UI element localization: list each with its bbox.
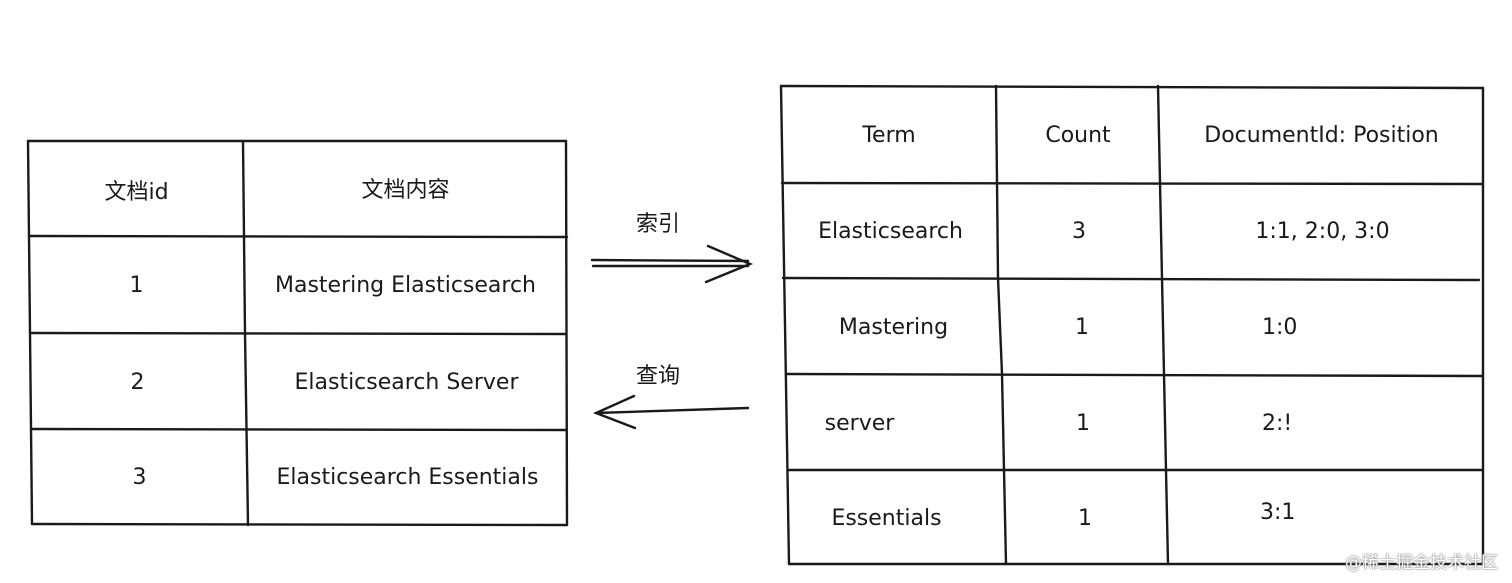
doc-row-3-id: 3: [132, 465, 147, 490]
query-label: 查询: [636, 364, 681, 389]
query-arrow: [592, 394, 750, 430]
term-row-2-term: Mastering: [838, 314, 949, 340]
index-label: 索引: [636, 212, 681, 237]
term-row-1-count: 3: [1072, 219, 1086, 244]
term-header-positions: DocumentId: Position: [1204, 123, 1439, 148]
term-row-1-positions: 1:1, 2:0, 3:0: [1255, 219, 1390, 244]
term-row-3-positions: 2:!: [1262, 410, 1293, 436]
doc-table-grid: [26, 139, 569, 527]
term-table-grid: [779, 84, 1485, 566]
term-row-4-count: 1: [1078, 505, 1092, 531]
watermark: @稀土掘金技术社区: [1345, 553, 1498, 573]
doc-header-content: 文档内容: [361, 178, 450, 203]
doc-row-3-content: Elasticsearch Essentials: [276, 465, 539, 490]
term-row-2-count: 1: [1075, 314, 1089, 340]
term-row-4-positions: 3:1: [1260, 499, 1296, 525]
term-row-3-term: server: [824, 410, 895, 436]
term-row-4-term: Essentials: [831, 505, 942, 531]
term-row-3-count: 1: [1076, 410, 1090, 436]
index-arrow: [590, 244, 754, 284]
term-row-1-term: Elasticsearch: [818, 219, 963, 244]
term-row-2-positions: 1:0: [1262, 314, 1298, 340]
doc-row-1-content: Mastering Elasticsearch: [274, 273, 536, 298]
doc-header-id: 文档id: [104, 179, 169, 205]
doc-row-2-content: Elasticsearch Server: [294, 369, 519, 395]
doc-row-1-id: 1: [129, 273, 144, 298]
doc-row-2-id: 2: [130, 369, 145, 395]
term-header-term: Term: [862, 123, 916, 148]
term-header-count: Count: [1045, 123, 1111, 148]
